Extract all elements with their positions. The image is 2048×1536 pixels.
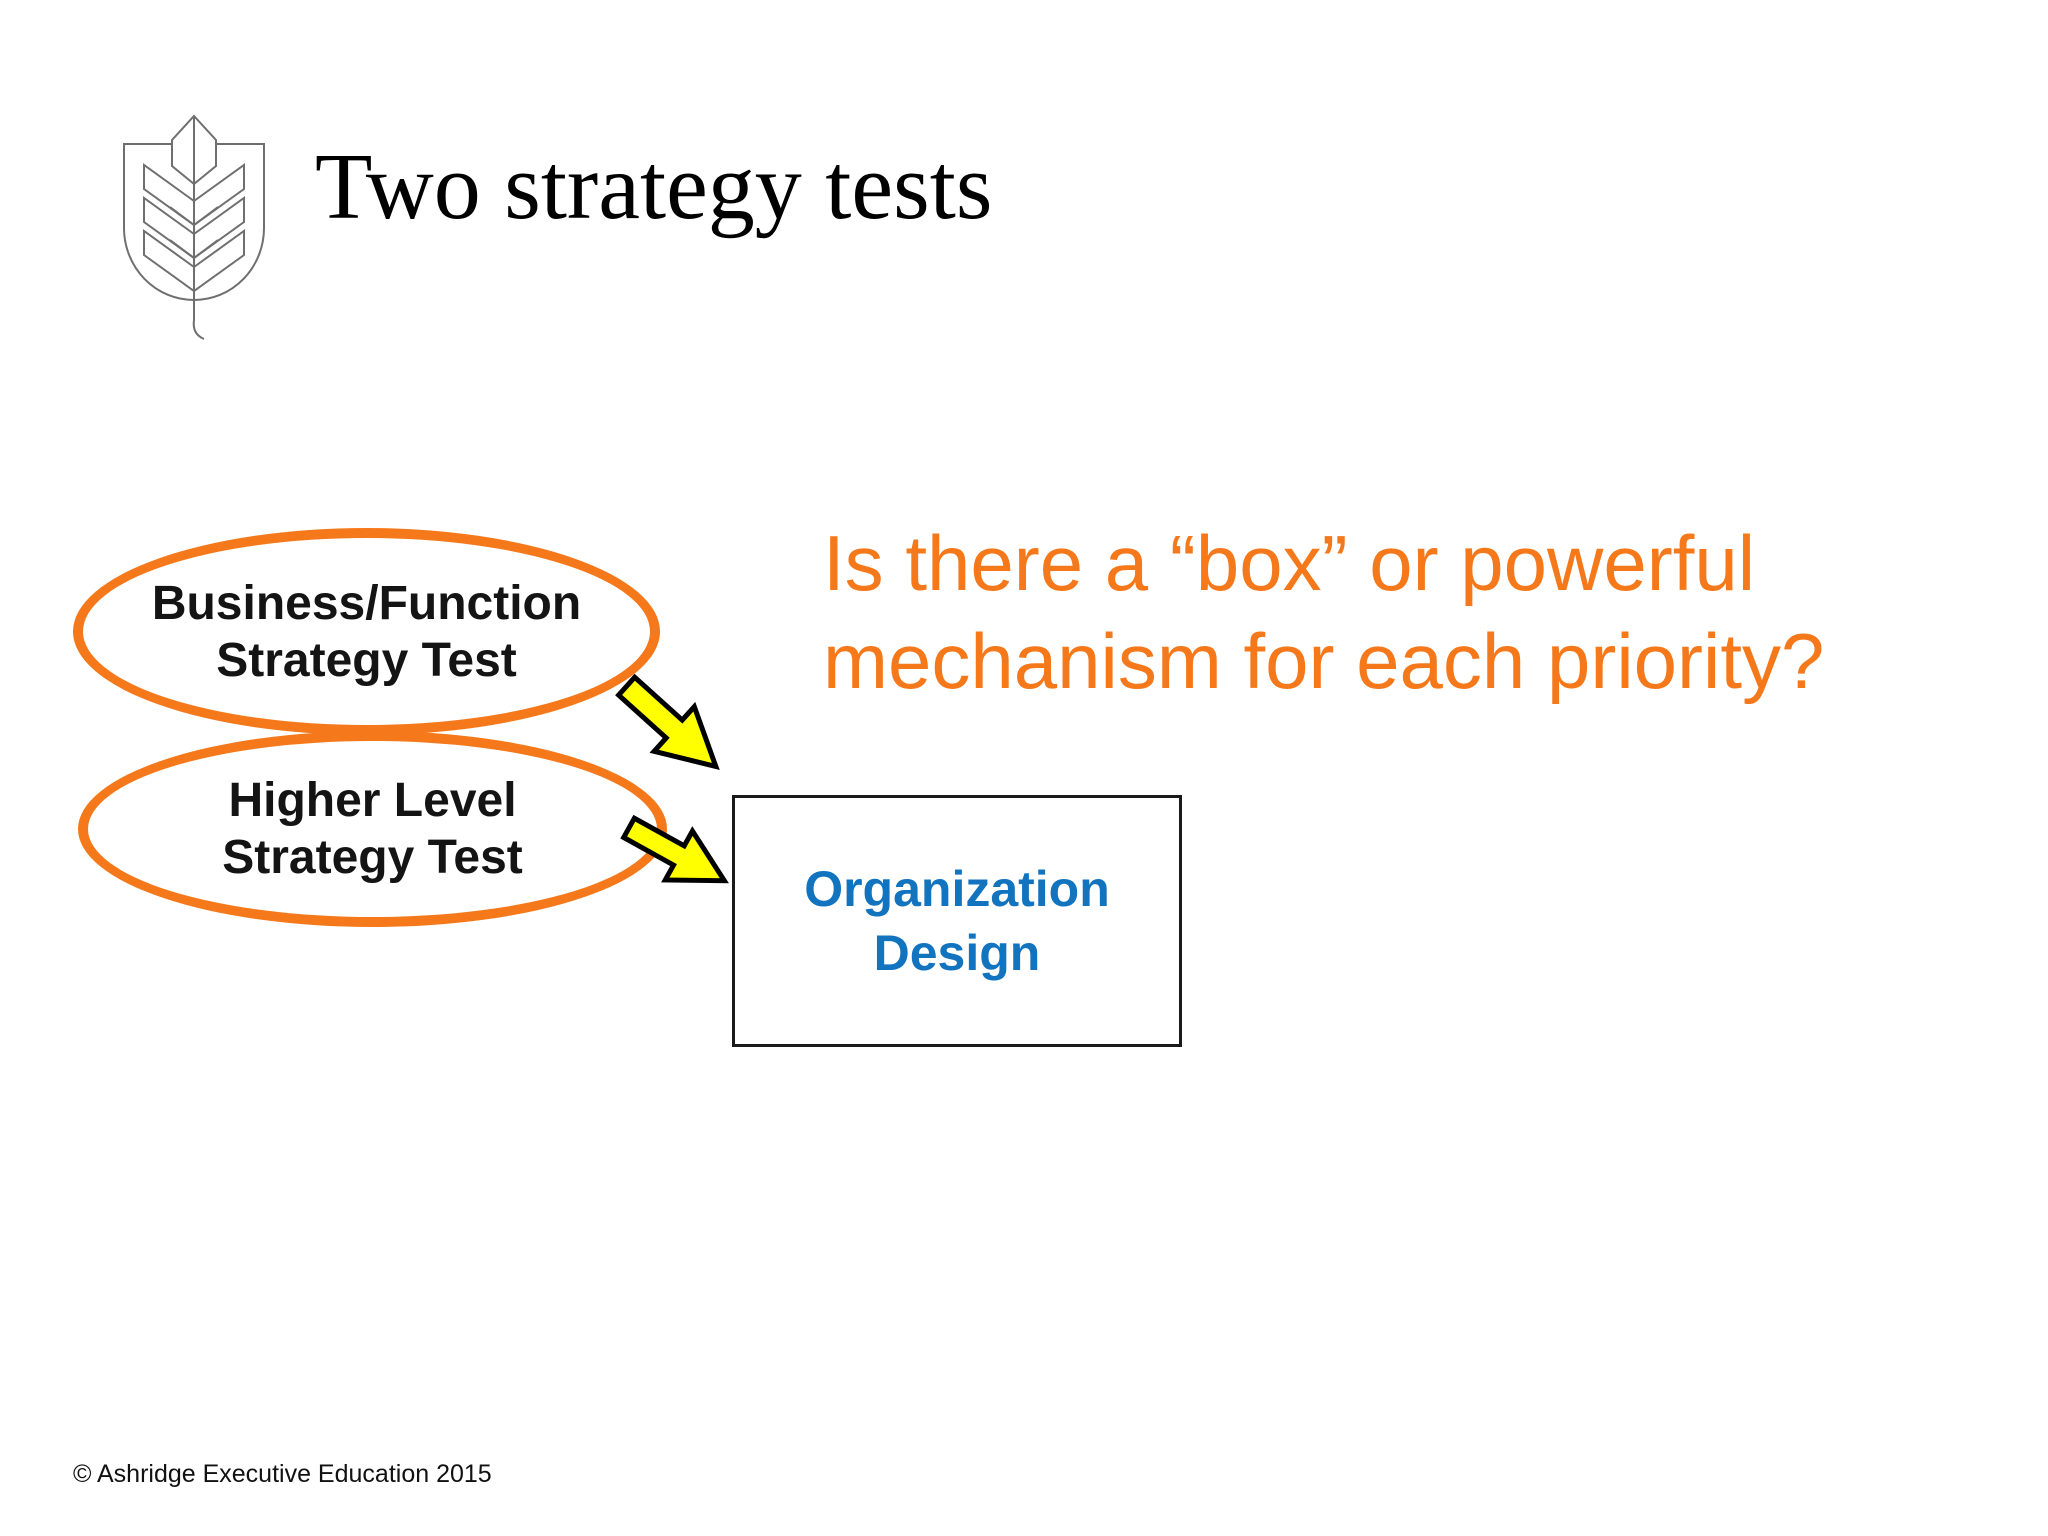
copyright-footer: © Ashridge Executive Education 2015: [73, 1460, 492, 1488]
block-arrow-icon: [620, 814, 729, 884]
ellipse-higher-level-strategy-test: Higher Level Strategy Test: [78, 731, 667, 927]
block-arrow-icon: [615, 673, 720, 771]
arrow-business-to-box: [607, 662, 737, 792]
question-text: Is there a “box” or powerful mechanism f…: [823, 514, 1824, 710]
ellipse1-line2: Strategy Test: [216, 633, 517, 687]
arrow-higher-to-box: [617, 805, 739, 905]
ellipse2-line1: Higher Level: [228, 774, 517, 827]
shield-wheat-icon: [123, 114, 265, 340]
ellipse1-line1: Business/Function: [151, 576, 582, 630]
question-line2: mechanism for each priority?: [823, 617, 1825, 705]
organization-design-box: Organization Design: [732, 795, 1182, 1047]
org-box-line1: Organization: [804, 861, 1110, 917]
ellipse-business-function-strategy-test: Business/Function Strategy Test: [73, 528, 660, 735]
question-line1: Is there a “box” or powerful: [823, 519, 1756, 607]
page-title: Two strategy tests: [315, 135, 993, 239]
org-box-line2: Design: [873, 925, 1041, 981]
ashridge-logo: [108, 108, 288, 348]
ellipse2-line2: Strategy Test: [222, 831, 523, 884]
